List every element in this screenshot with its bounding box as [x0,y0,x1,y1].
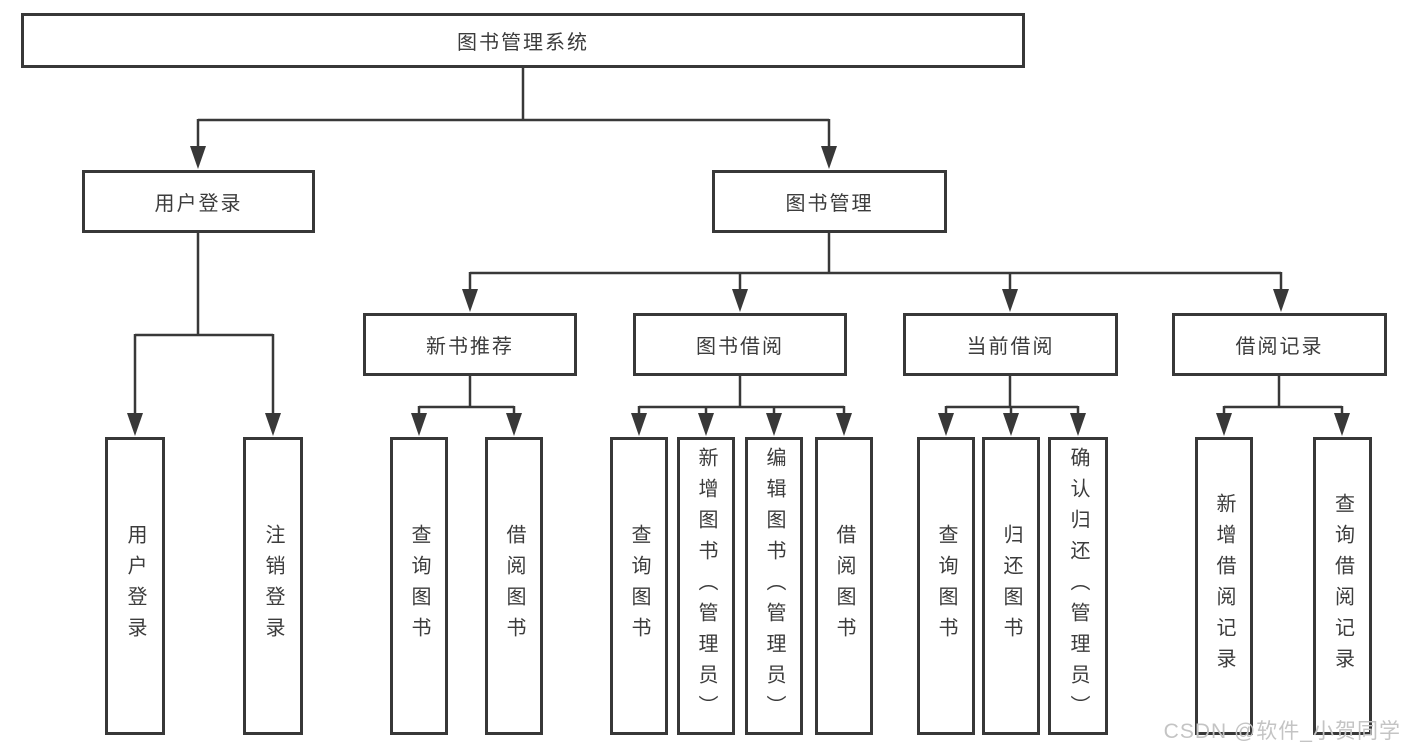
leaf-add-books-admin: 新增图书（管理员） [677,437,735,735]
node-current-borrowing: 当前借阅 [903,313,1118,376]
node-book-borrowing: 图书借阅 [633,313,847,376]
node-label: 图书管理 [785,193,874,215]
leaf-return-books: 归还图书 [982,437,1040,735]
leaf-label: 借阅图书 [833,524,855,648]
leaf-add-borrow-record: 新增借阅记录 [1195,437,1253,735]
leaf-query-books-current: 查询图书 [917,437,975,735]
leaf-label: 查询图书 [408,524,430,648]
leaf-logout-action: 注销登录 [243,437,303,735]
arrowheads [127,146,1350,436]
csdn-watermark: CSDN @软件_小贺同学 [1163,720,1401,743]
node-label: 当前借阅 [966,336,1055,358]
node-label: 新书推荐 [426,336,514,358]
leaf-label: 查询图书 [628,524,650,648]
leaf-label: 注销登录 [262,524,284,648]
node-user-login: 用户登录 [82,170,315,233]
leaf-user-login-action: 用户登录 [105,437,165,735]
leaf-label: 查询借阅记录 [1331,493,1354,679]
leaf-label: 新增图书（管理员） [695,446,717,726]
node-label: 借阅记录 [1235,336,1324,358]
node-library-management-system: 图书管理系统 [21,13,1025,68]
leaf-label: 确认归还（管理员） [1067,446,1089,726]
node-book-management: 图书管理 [712,170,947,233]
node-borrowing-records: 借阅记录 [1172,313,1387,376]
leaf-label: 归还图书 [1000,524,1022,648]
leaf-label: 编辑图书（管理员） [763,446,785,726]
leaf-query-books-recommend: 查询图书 [390,437,448,735]
leaf-query-borrow-record: 查询借阅记录 [1313,437,1372,735]
node-label: 图书借阅 [696,336,784,358]
leaf-label: 新增借阅记录 [1213,493,1235,679]
leaf-label: 查询图书 [935,524,957,648]
leaf-confirm-return-admin: 确认归还（管理员） [1048,437,1108,735]
leaf-borrow-books-recommend: 借阅图书 [485,437,543,735]
leaf-label: 用户登录 [124,524,146,648]
leaf-query-books-borrowing: 查询图书 [610,437,668,735]
leaf-borrow-books-borrowing: 借阅图书 [815,437,873,735]
node-new-book-recommend: 新书推荐 [363,313,577,376]
node-label: 图书管理系统 [457,32,589,54]
leaf-label: 借阅图书 [503,524,525,648]
leaf-edit-books-admin: 编辑图书（管理员） [745,437,803,735]
node-label: 用户登录 [154,193,243,215]
